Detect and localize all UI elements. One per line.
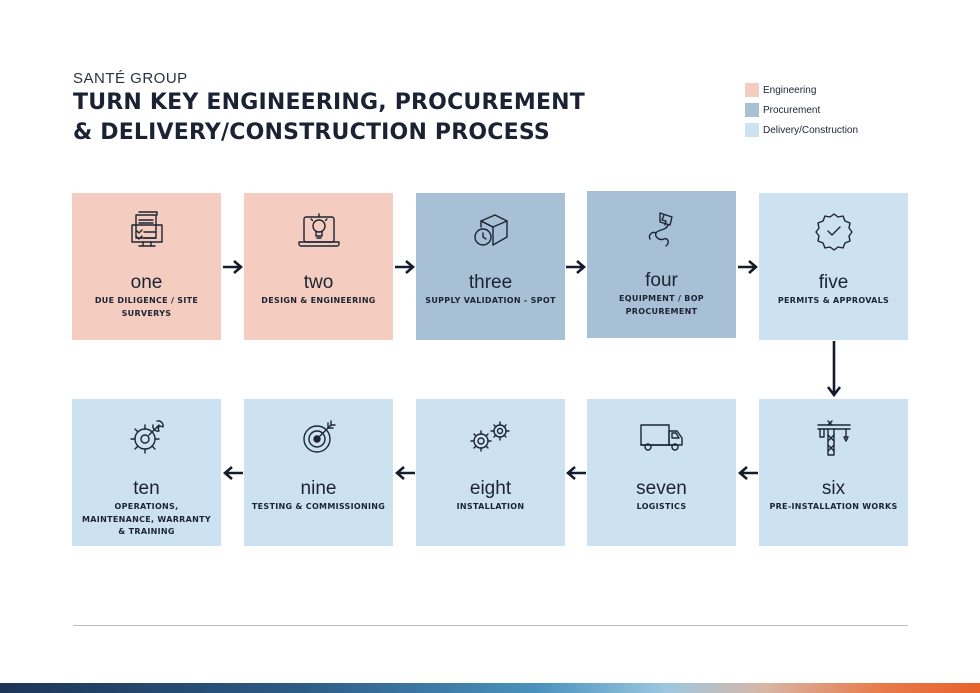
step-four: four EQUIPMENT / BOP PROCUREMENT (587, 191, 736, 338)
truck-icon (587, 417, 736, 457)
target-icon (244, 417, 393, 457)
step-five: five PERMITS & APPROVALS (759, 193, 908, 340)
step-number: two (303, 272, 334, 293)
step-seven: seven LOGISTICS (587, 399, 736, 546)
arrow-right-icon (738, 260, 758, 274)
divider (73, 625, 908, 626)
legend-swatch-engineering (745, 83, 759, 97)
step-six: six PRE-INSTALLATION WORKS (759, 399, 908, 546)
arrow-left-icon (738, 466, 758, 480)
step-description: LOGISTICS (636, 502, 687, 511)
page-title-line-2: & DELIVERY/CONSTRUCTION PROCESS (73, 120, 550, 145)
step-nine: nine TESTING & COMMISSIONING (244, 399, 393, 546)
step-number: four (645, 270, 678, 291)
document-monitor-icon (72, 211, 221, 251)
step-description: OPERATIONS, MAINTENANCE, WARRANTY & TRAI… (82, 502, 211, 536)
step-eight: eight INSTALLATION (416, 399, 565, 546)
wrench-gear-icon (72, 417, 221, 457)
box-clock-icon (416, 211, 565, 251)
step-description: SUPPLY VALIDATION - SPOT (425, 296, 556, 305)
header: SANTÉ GROUP TURN KEY ENGINEERING, PROCUR… (73, 70, 585, 148)
gears-icon (416, 417, 565, 457)
legend: Engineering Procurement Delivery/Constru… (745, 82, 858, 142)
arrow-left-icon (395, 466, 415, 480)
arrow-right-icon (223, 260, 243, 274)
step-two: two DESIGN & ENGINEERING (244, 193, 393, 340)
step-number: one (130, 272, 163, 293)
step-number: eight (469, 478, 512, 499)
badge-check-icon (759, 211, 908, 251)
step-description: EQUIPMENT / BOP PROCUREMENT (619, 294, 704, 316)
step-description: DUE DILIGENCE / SITE SURVERYS (94, 296, 199, 318)
step-description: INSTALLATION (456, 502, 525, 511)
step-three: three SUPPLY VALIDATION - SPOT (416, 193, 565, 340)
step-number: five (818, 272, 849, 293)
arrow-right-icon (395, 260, 415, 274)
legend-label: Delivery/Construction (763, 124, 859, 136)
legend-swatch-procurement (745, 103, 759, 117)
step-one: one DUE DILIGENCE / SITE SURVERYS (72, 193, 221, 340)
legend-item-engineering: Engineering (745, 82, 858, 98)
page-title-line-1: TURN KEY ENGINEERING, PROCUREMENT (73, 90, 585, 115)
step-description: DESIGN & ENGINEERING (261, 296, 376, 305)
laptop-lightbulb-icon (244, 211, 393, 251)
legend-item-delivery: Delivery/Construction (745, 122, 858, 138)
cable-plug-icon (587, 209, 736, 249)
step-number: nine (300, 478, 337, 499)
legend-label: Procurement (763, 104, 821, 116)
step-description: PRE-INSTALLATION WORKS (769, 502, 898, 511)
footer-gradient-bar (0, 683, 980, 693)
legend-label: Engineering (763, 84, 817, 96)
step-description: PERMITS & APPROVALS (777, 296, 890, 305)
step-number: six (821, 478, 846, 499)
arrow-right-icon (566, 260, 586, 274)
crane-icon (759, 417, 908, 457)
step-number: ten (133, 478, 160, 499)
step-ten: ten OPERATIONS, MAINTENANCE, WARRANTY & … (72, 399, 221, 546)
arrow-left-icon (566, 466, 586, 480)
company-name: SANTÉ GROUP (73, 70, 188, 87)
arrow-left-icon (223, 466, 243, 480)
legend-swatch-delivery (745, 123, 759, 137)
step-number: three (468, 272, 513, 293)
step-number: seven (636, 478, 687, 499)
arrow-down-icon (826, 341, 842, 398)
step-description: TESTING & COMMISSIONING (251, 502, 386, 511)
legend-item-procurement: Procurement (745, 102, 858, 118)
